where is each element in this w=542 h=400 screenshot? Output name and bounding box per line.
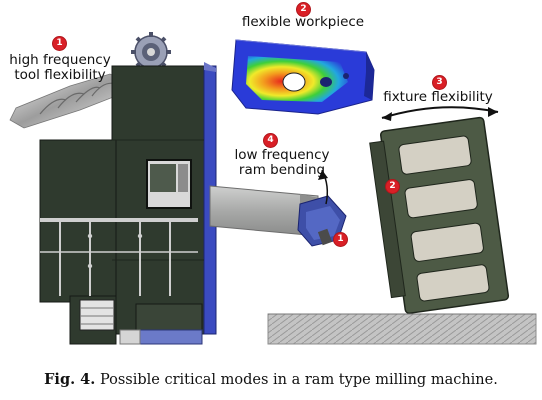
fixture-arrow bbox=[381, 106, 499, 119]
machine-ram bbox=[209, 185, 347, 247]
badge-fixture: 3 bbox=[433, 76, 446, 89]
workpiece-label: flexible workpiece bbox=[241, 14, 365, 30]
figure-caption: Fig. 4. Possible critical modes in a ram… bbox=[0, 371, 542, 388]
badge-tool: 1 bbox=[53, 37, 66, 50]
flexible-workpiece bbox=[231, 39, 375, 115]
figure: high frequency tool flexibility flexible… bbox=[0, 3, 537, 345]
tool-flexibility-label: high frequency tool flexibility bbox=[0, 53, 120, 83]
badge-workpiece-on-fixture: 2 bbox=[386, 180, 399, 193]
floor-table bbox=[267, 313, 537, 345]
badge-ram: 4 bbox=[264, 134, 277, 147]
badge-tool-at-ram: 1 bbox=[334, 233, 347, 246]
tool-label-line2: tool flexibility bbox=[14, 67, 106, 83]
caption-text: Possible critical modes in a ram type mi… bbox=[99, 372, 498, 388]
end-mill-tool bbox=[9, 73, 123, 129]
tool-label-line1: high frequency bbox=[9, 52, 111, 68]
caption-label: Fig. 4. bbox=[44, 371, 96, 388]
ram-bending-label: low frequency ram bending bbox=[222, 148, 342, 178]
badge-workpiece: 2 bbox=[297, 3, 310, 16]
figure-illustration bbox=[9, 32, 537, 345]
machine-column bbox=[39, 62, 217, 345]
fixture-plate bbox=[369, 116, 510, 314]
ram-label-line1: low frequency bbox=[234, 147, 330, 163]
ram-label-line2: ram bending bbox=[238, 162, 326, 178]
spindle-head bbox=[297, 195, 347, 247]
fixture-label: fixture flexibility bbox=[383, 89, 493, 105]
